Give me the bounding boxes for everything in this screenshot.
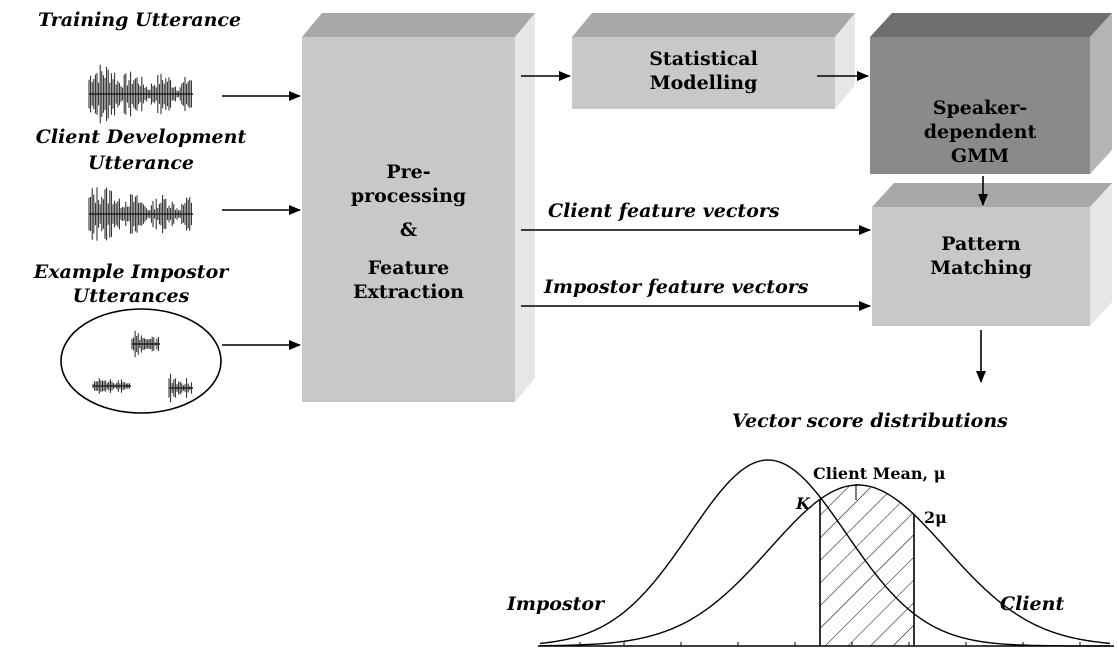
statistical-box-top (572, 13, 855, 37)
statistical-label-line2: Modelling (649, 72, 758, 94)
gmm-box-side (1090, 13, 1112, 174)
client-dev-waveform-icon (88, 187, 193, 241)
pattern-label-line1: Pattern (941, 233, 1021, 255)
impostor-label-line1: Example Impostor (33, 261, 229, 283)
pattern-matching-box (872, 183, 1112, 326)
gmm-label-line2: dependent (923, 121, 1037, 143)
client-curve-label: Client (1000, 593, 1065, 615)
preprocessing-label-line1: Pre- (386, 161, 431, 183)
score-distribution-plot (538, 459, 1114, 647)
pattern-box-front (872, 207, 1090, 326)
training-utterance-label: Training Utterance (38, 9, 242, 31)
statistical-box-side (835, 13, 855, 109)
flow-arrows (222, 71, 988, 383)
pattern-box-side (1090, 183, 1112, 326)
gmm-label-line3: GMM (950, 145, 1010, 167)
preprocessing-box (302, 13, 535, 402)
impostor-waveform-icon (131, 330, 160, 358)
impostor-distribution-curve (539, 459, 1110, 647)
pattern-label-line2: Matching (930, 257, 1032, 279)
preprocessing-box-front (302, 37, 515, 402)
preprocessing-box-top (302, 13, 535, 37)
gmm-box-top (870, 13, 1112, 37)
impostor-label-line2: Utterances (72, 285, 190, 307)
statistical-modelling-box (572, 13, 855, 109)
impostor-vectors-label: Impostor feature vectors (544, 276, 809, 298)
pattern-box-top (872, 183, 1112, 207)
impostor-waveform-icon (92, 378, 131, 394)
statistical-label-line1: Statistical (649, 48, 758, 70)
client-vectors-label: Client feature vectors (548, 200, 780, 222)
preprocessing-label-amp: & (399, 219, 418, 241)
statistical-box-front (572, 37, 835, 109)
distribution-title: Vector score distributions (732, 410, 1008, 432)
client-distribution-curve (539, 484, 1111, 647)
impostor-waveform-icon (168, 373, 193, 403)
training-waveform-icon (88, 64, 193, 124)
preprocessing-label-line4: Extraction (353, 281, 464, 303)
client-mean-label: Client Mean, μ (813, 464, 946, 483)
client-dev-label-line1: Client Development (35, 126, 247, 148)
gmm-box (870, 13, 1112, 174)
baseline-ticks (579, 642, 1081, 646)
preprocessing-label-line3: Feature (367, 257, 450, 279)
gmm-label-line1: Speaker- (932, 97, 1028, 119)
hatched-region (820, 485, 914, 646)
client-dev-label-line2: Utterance (87, 152, 194, 174)
preprocessing-box-side (515, 13, 535, 402)
two-mu-label: 2μ (924, 508, 947, 527)
k-threshold-label: K (796, 494, 810, 513)
impostor-utterances-ellipse (60, 308, 222, 414)
impostor-curve-label: Impostor (507, 593, 605, 615)
preprocessing-label-line2: processing (350, 185, 467, 207)
gmm-box-front (870, 37, 1090, 174)
